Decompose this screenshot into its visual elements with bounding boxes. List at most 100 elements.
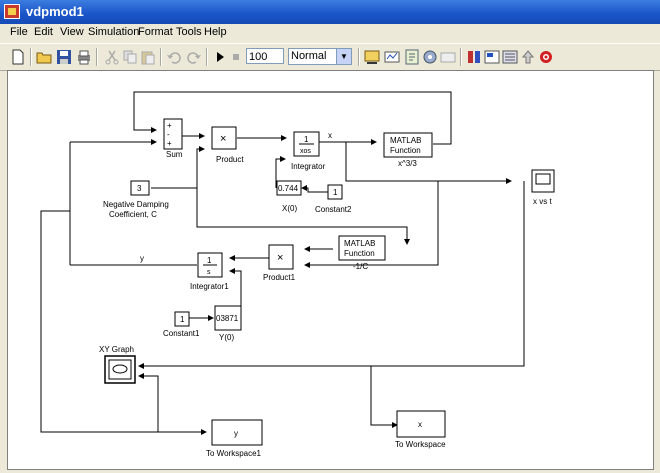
sum-sign-2: -: [167, 130, 170, 139]
sum-block[interactable]: + - + Sum: [163, 118, 183, 159]
damping-constant-block[interactable]: 3 Negative Damping Coefficient, C: [103, 180, 169, 219]
simulation-mode-select[interactable]: Normal ▼: [288, 48, 352, 65]
matlab-function-block-2[interactable]: MATLAB Function -1/C: [338, 235, 386, 271]
y0-block[interactable]: 03871 Y(0): [214, 305, 242, 342]
toolbar: 100 Normal ▼: [0, 43, 660, 71]
product1-block[interactable]: × Product1: [263, 244, 296, 282]
save-icon[interactable]: [56, 49, 72, 65]
chevron-down-icon[interactable]: ▼: [336, 49, 351, 64]
y0-value: 03871: [216, 314, 239, 323]
menu-file[interactable]: File: [10, 26, 28, 38]
toolbar-separator: [460, 48, 462, 66]
menu-view[interactable]: View: [60, 26, 84, 38]
stop-time-input[interactable]: 100: [246, 48, 284, 64]
window-title: vdpmod1: [26, 4, 84, 19]
integrator-output-label: x: [328, 131, 332, 140]
sum-label: Sum: [166, 150, 183, 159]
integrator1-block[interactable]: 1 s Integrator1: [190, 252, 229, 291]
menu-simulation[interactable]: Simulation: [88, 26, 140, 38]
menu-tools[interactable]: Tools: [176, 26, 202, 38]
x0-label: X(0): [282, 204, 297, 213]
update-icon[interactable]: [440, 49, 456, 65]
to-workspace1-label: To Workspace1: [206, 449, 262, 458]
redo-icon[interactable]: [186, 49, 202, 65]
product-symbol: ×: [220, 133, 226, 145]
toolbar-separator: [30, 48, 32, 66]
to-workspace1-block[interactable]: y To Workspace1: [206, 419, 263, 458]
damping-label-1: Negative Damping: [103, 200, 169, 209]
play-icon[interactable]: [212, 49, 228, 65]
damping-label-2: Coefficient, C: [109, 210, 157, 219]
copy-icon[interactable]: [122, 49, 138, 65]
print-icon[interactable]: [76, 49, 92, 65]
y0-label: Y(0): [219, 333, 234, 342]
constant1-value: 1: [180, 315, 185, 324]
library-icon[interactable]: [364, 49, 380, 65]
fcn1-line2: Function: [390, 146, 421, 155]
signal-lines: [40, 91, 525, 435]
new-icon[interactable]: [10, 49, 26, 65]
toolbar-separator: [206, 48, 208, 66]
integrator1-denominator: s: [207, 269, 211, 276]
menu-edit[interactable]: Edit: [34, 26, 53, 38]
constant1-block[interactable]: 1 Constant1: [163, 311, 200, 338]
x0-block[interactable]: 0.744 X(0): [276, 180, 302, 213]
integrator1-numerator: 1: [207, 256, 212, 265]
to-workspace-value: x: [418, 420, 422, 429]
xy-graph-label: XY Graph: [99, 345, 134, 354]
build-icon[interactable]: [422, 49, 438, 65]
target-icon[interactable]: [538, 49, 554, 65]
constant2-label: Constant2: [315, 205, 352, 214]
fcn1-label: x^3/3: [398, 159, 417, 168]
simulink-icon: [4, 4, 20, 19]
product-label: Product: [216, 155, 244, 164]
integrator-block[interactable]: 1 xos x Integrator: [291, 131, 332, 171]
damping-value: 3: [137, 184, 142, 193]
fcn1-line1: MATLAB: [390, 136, 421, 145]
model-canvas[interactable]: + - + Sum × Product 1 xos x Integrator M…: [7, 70, 654, 470]
matlab-function-block-1[interactable]: MATLAB Function x^3/3: [383, 132, 433, 168]
fcn2-line1: MATLAB: [344, 239, 375, 248]
paste-icon[interactable]: [140, 49, 156, 65]
undo-icon[interactable]: [166, 49, 182, 65]
stop-icon[interactable]: [228, 49, 244, 65]
settings-icon[interactable]: [466, 49, 482, 65]
model-explorer-icon[interactable]: [384, 49, 400, 65]
product1-label: Product1: [263, 273, 296, 282]
y-signal-label: y: [140, 254, 144, 263]
scope-block[interactable]: x vs t: [531, 169, 555, 206]
zoom-icon[interactable]: [484, 49, 500, 65]
scope-label: x vs t: [533, 197, 552, 206]
integrator-label: Integrator: [291, 162, 326, 171]
integrator-numerator: 1: [304, 135, 309, 144]
to-workspace1-value: y: [234, 429, 238, 438]
sum-sign-1: +: [167, 121, 172, 130]
browser-icon[interactable]: [502, 49, 518, 65]
menu-bar: File Edit View Simulation Format Tools H…: [0, 24, 660, 42]
menu-help[interactable]: Help: [204, 26, 227, 38]
constant2-block[interactable]: 1 Constant2: [315, 184, 352, 214]
menu-format[interactable]: Format: [138, 26, 173, 38]
x0-value: 0.744: [278, 184, 299, 193]
fcn2-line2: Function: [344, 249, 375, 258]
to-workspace-label: To Workspace: [395, 440, 446, 449]
sum-sign-3: +: [167, 139, 172, 148]
toolbar-separator: [96, 48, 98, 66]
up-icon[interactable]: [520, 49, 536, 65]
constant1-label: Constant1: [163, 329, 200, 338]
debug-icon[interactable]: [404, 49, 420, 65]
open-icon[interactable]: [36, 49, 52, 65]
product-block[interactable]: × Product: [211, 126, 244, 164]
integrator1-label: Integrator1: [190, 282, 229, 291]
fcn2-label: -1/C: [353, 262, 368, 271]
simulation-mode-value: Normal: [291, 50, 327, 62]
constant2-value: 1: [333, 188, 338, 197]
title-bar: vdpmod1: [0, 0, 660, 24]
to-workspace-block[interactable]: x To Workspace: [395, 410, 446, 449]
toolbar-separator: [358, 48, 360, 66]
toolbar-separator: [160, 48, 162, 66]
product1-symbol: ×: [277, 252, 283, 264]
xy-graph-block[interactable]: XY Graph: [99, 345, 136, 384]
block-diagram: + - + Sum × Product 1 xos x Integrator M…: [40, 91, 555, 458]
cut-icon[interactable]: [104, 49, 120, 65]
